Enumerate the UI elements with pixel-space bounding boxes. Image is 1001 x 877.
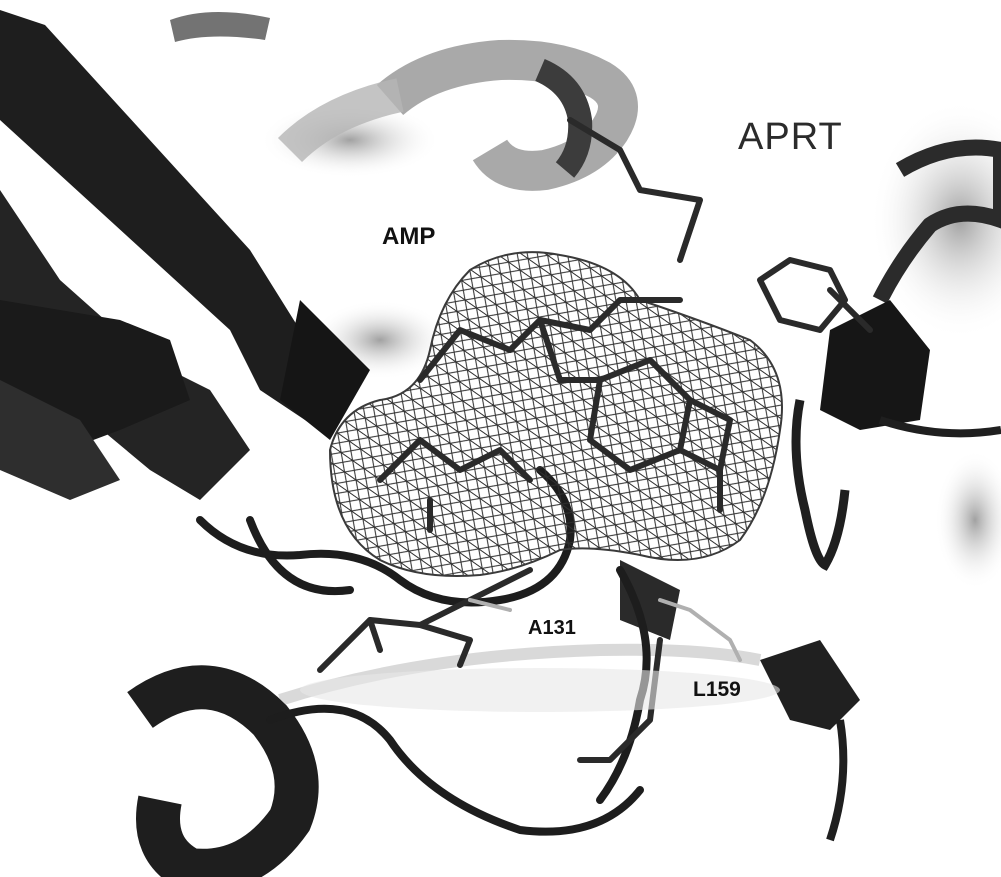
residue-label-l159: L159 <box>693 679 741 700</box>
residue-label-a131: A131 <box>528 618 576 638</box>
left-beta-sheet <box>0 10 370 500</box>
bottom-helix <box>140 560 680 871</box>
protein-label: APRT <box>738 118 843 156</box>
ligand-label: AMP <box>382 225 435 249</box>
